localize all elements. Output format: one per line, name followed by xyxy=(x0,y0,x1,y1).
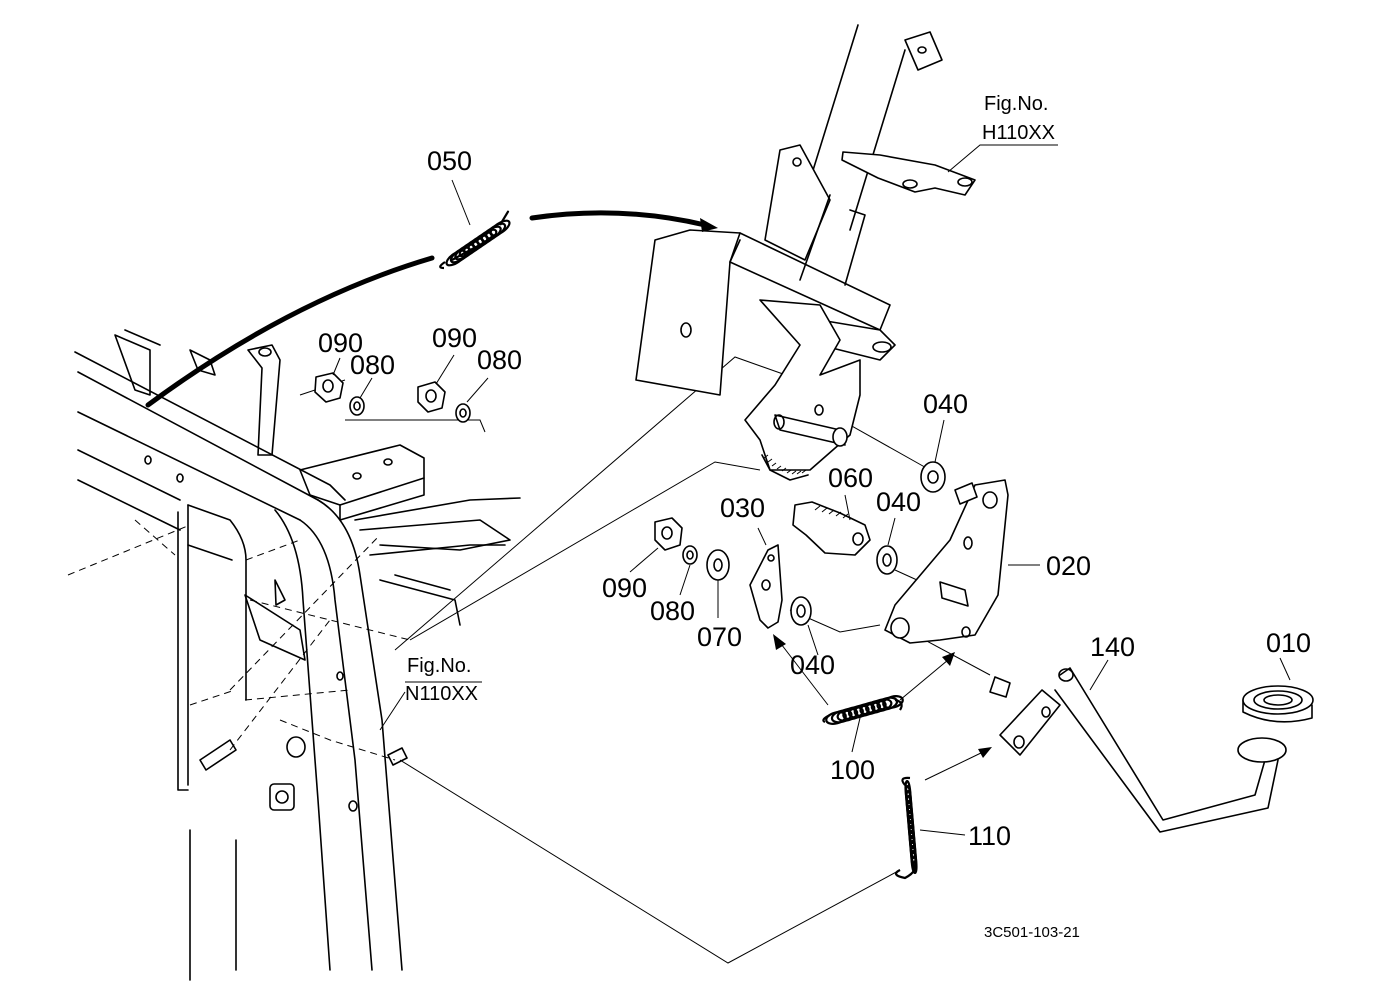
callout-030: 030 xyxy=(720,493,765,523)
callout-060: 060 xyxy=(828,463,873,493)
hardware xyxy=(314,372,946,626)
callout-050: 050 xyxy=(427,146,472,176)
callout-labels: 050 090 080 090 080 040 060 040 030 020 … xyxy=(318,146,1311,851)
part-010-pedal-pad xyxy=(1237,657,1314,763)
upper-fig-plate xyxy=(841,144,1058,196)
callout-070: 070 xyxy=(697,622,742,652)
callout-100: 100 xyxy=(830,755,875,785)
pedal-bracket-assembly xyxy=(635,24,943,481)
hidden-lines xyxy=(67,519,411,761)
callout-080-left: 080 xyxy=(350,350,395,380)
fig-ref-lower-line1: Fig.No. xyxy=(407,655,471,677)
callout-020: 020 xyxy=(1046,551,1091,581)
assembly-lines xyxy=(299,356,991,964)
leader-lines xyxy=(332,179,1109,836)
callout-090-mid: 090 xyxy=(432,323,477,353)
spring-coil-turn xyxy=(910,849,918,875)
part-030-lever xyxy=(749,527,783,629)
spring-coil-turn xyxy=(489,219,511,237)
callout-040-top: 040 xyxy=(923,389,968,419)
callout-090-right: 090 xyxy=(602,573,647,603)
spring-050 xyxy=(145,210,718,408)
fig-ref-upper-line2: H110XX xyxy=(982,122,1055,144)
part-140-pedal-arm xyxy=(989,667,1279,833)
frame-body xyxy=(74,329,521,981)
callout-040-mid: 040 xyxy=(876,487,921,517)
callout-040-low: 040 xyxy=(790,650,835,680)
callout-140: 140 xyxy=(1090,632,1135,662)
figure-references: Fig.No. H110XX Fig.No. N110XX xyxy=(405,93,1055,705)
spring-coil-turn xyxy=(882,695,904,709)
part-060-cam xyxy=(792,494,871,556)
callout-080-mid: 080 xyxy=(477,345,522,375)
drawing-code: 3C501-103-21 xyxy=(984,924,1080,941)
callout-010: 010 xyxy=(1266,628,1311,658)
fig-ref-lower-line2: N110XX xyxy=(405,683,478,705)
spring-110 xyxy=(894,747,992,880)
part-020-plate xyxy=(884,479,1040,644)
spring-100 xyxy=(773,634,955,725)
callout-080-right: 080 xyxy=(650,596,695,626)
callout-090-left: 090 xyxy=(318,328,363,358)
callout-110: 110 xyxy=(968,821,1011,851)
fig-ref-upper-line1: Fig.No. xyxy=(984,93,1048,115)
